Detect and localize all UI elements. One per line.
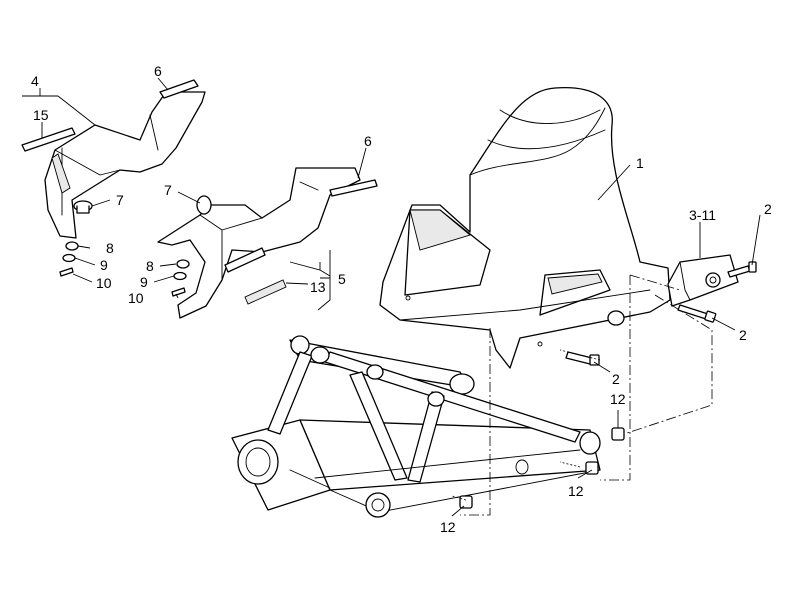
- callout-13: 13: [310, 279, 326, 295]
- swingarm: [231, 335, 601, 518]
- callout-5: 5: [338, 271, 346, 287]
- bushing-12-middle: [585, 461, 599, 475]
- screw-2-middle: [677, 304, 717, 323]
- callout-7-right: 7: [164, 182, 172, 198]
- screw-2-upper: [727, 261, 757, 278]
- callout-9-right: 9: [140, 274, 148, 290]
- screw-2-lower: [565, 351, 600, 366]
- callout-6-left: 6: [154, 63, 162, 79]
- callout-7-left: 7: [116, 192, 124, 208]
- callout-10-right: 10: [128, 290, 144, 306]
- alignment-lines: [451, 274, 713, 516]
- callout-2-lower: 2: [612, 371, 620, 387]
- callout-10-left: 10: [96, 275, 112, 291]
- bracket-3-11: [667, 254, 739, 307]
- bushing-12-lower: [459, 495, 473, 509]
- callout-15: 15: [33, 107, 49, 123]
- callout-3-11: 3-11: [689, 207, 716, 223]
- callout-4: 4: [31, 73, 39, 89]
- right-guard: [157, 167, 378, 319]
- callout-2-upper: 2: [764, 201, 772, 217]
- leader-lines: [22, 77, 761, 517]
- callout-9-left: 9: [100, 257, 108, 273]
- callout-6-right: 6: [364, 133, 372, 149]
- bushing-12-right: [611, 427, 625, 441]
- callout-1: 1: [636, 155, 644, 171]
- callout-2-middle: 2: [739, 327, 747, 343]
- callout-12-middle: 12: [568, 483, 584, 499]
- rear-mudguard: [379, 86, 671, 369]
- left-guard: [21, 79, 206, 277]
- callout-8-left: 8: [106, 240, 114, 256]
- callout-8-right: 8: [146, 258, 154, 274]
- callout-12-lower: 12: [440, 519, 456, 535]
- callout-12-right: 12: [610, 391, 626, 407]
- callout-labels: 1 2 2 2 3-11 4 5 6 6 7 7 8 8 9 9 10 10 1…: [31, 63, 772, 535]
